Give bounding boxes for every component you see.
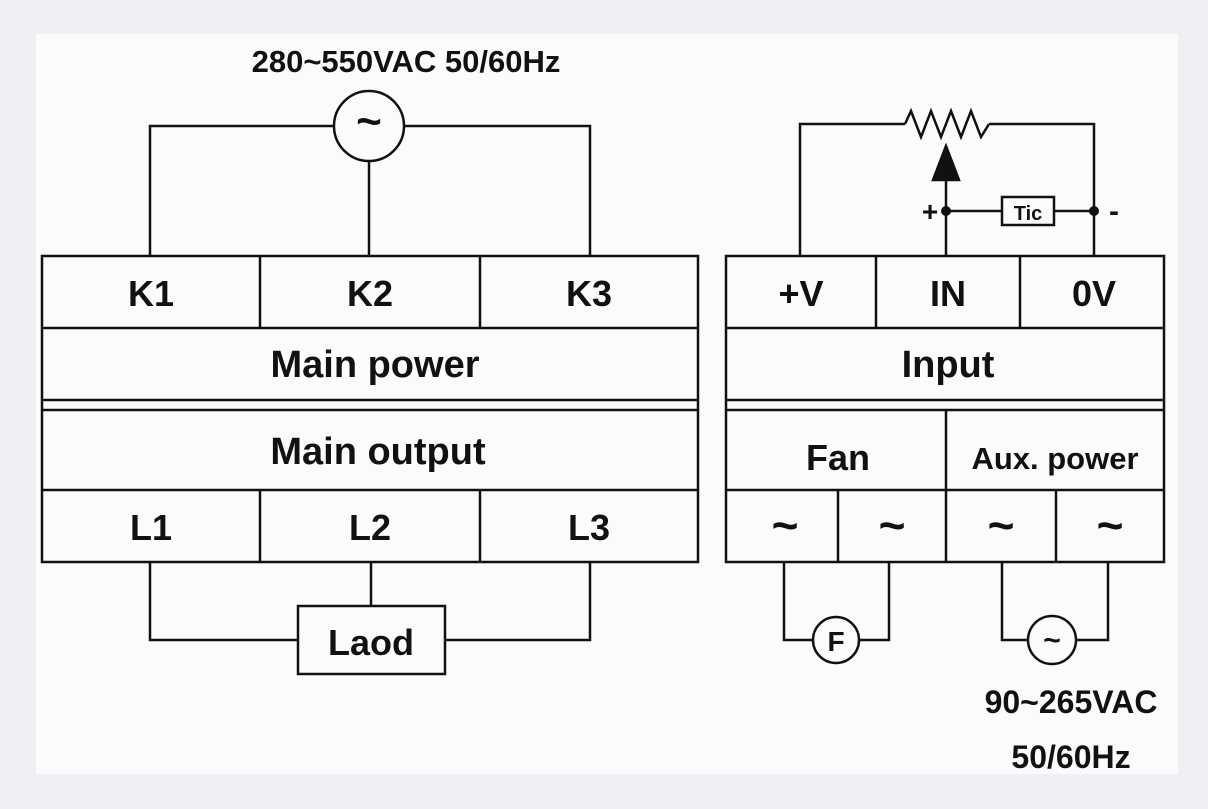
terminal-k2: K2 [347, 273, 393, 314]
main-source-symbol: ~ [356, 97, 382, 146]
terminal-in: IN [930, 273, 966, 314]
tic-box [1000, 195, 1056, 227]
aux-right-wire [1077, 562, 1110, 642]
fan-right-wire [860, 562, 891, 642]
terminal-k1: K1 [128, 273, 174, 314]
fan-symbol: F [827, 626, 844, 657]
aux-supply-line1: 90~265VAC [985, 684, 1158, 720]
terminal-plus-v: +V [778, 273, 823, 314]
terminal-l1: L1 [130, 507, 172, 548]
wiper-arrow-icon [931, 142, 961, 182]
terminal-k3: K3 [566, 273, 612, 314]
terminal-0v: 0V [1072, 273, 1116, 314]
k3-wire [405, 124, 592, 258]
terminal-l3: L3 [568, 507, 610, 548]
aux-terminal-2-symbol: ~ [1097, 499, 1124, 551]
input-label: Input [902, 344, 995, 386]
main-output-label: Main output [270, 431, 486, 473]
main-ac-source-icon [332, 89, 406, 163]
aux-supply-line2: 50/60Hz [1011, 739, 1130, 775]
aux-power-label: Aux. power [971, 441, 1138, 476]
pot-left-wire [798, 122, 905, 258]
fan-terminal-2-symbol: ~ [879, 499, 906, 551]
terminal-l2: L2 [349, 507, 391, 548]
aux-ac-source-icon [1026, 614, 1078, 666]
potentiometer-icon [903, 107, 991, 141]
main-power-label: Main power [270, 344, 479, 386]
tic-label: Tic [1014, 203, 1043, 225]
l3-wire [445, 562, 592, 642]
fan-left-wire [782, 562, 812, 642]
junction-dot [941, 206, 951, 216]
l1-wire [148, 562, 298, 642]
main-supply-label: 280~550VAC 50/60Hz [252, 44, 561, 79]
aux-source-symbol: ~ [1043, 624, 1061, 657]
fan-motor-icon [811, 615, 861, 665]
minus-sign: - [1109, 195, 1119, 228]
aux-terminal-1-symbol: ~ [988, 499, 1015, 551]
junction-dot [1089, 206, 1099, 216]
plus-sign: + [922, 196, 938, 227]
fan-terminal-1-symbol: ~ [772, 499, 799, 551]
load-label: Laod [328, 622, 414, 663]
aux-left-wire [1000, 562, 1027, 642]
fan-label: Fan [806, 437, 870, 478]
load-box [296, 604, 447, 676]
k1-wire [148, 124, 333, 258]
